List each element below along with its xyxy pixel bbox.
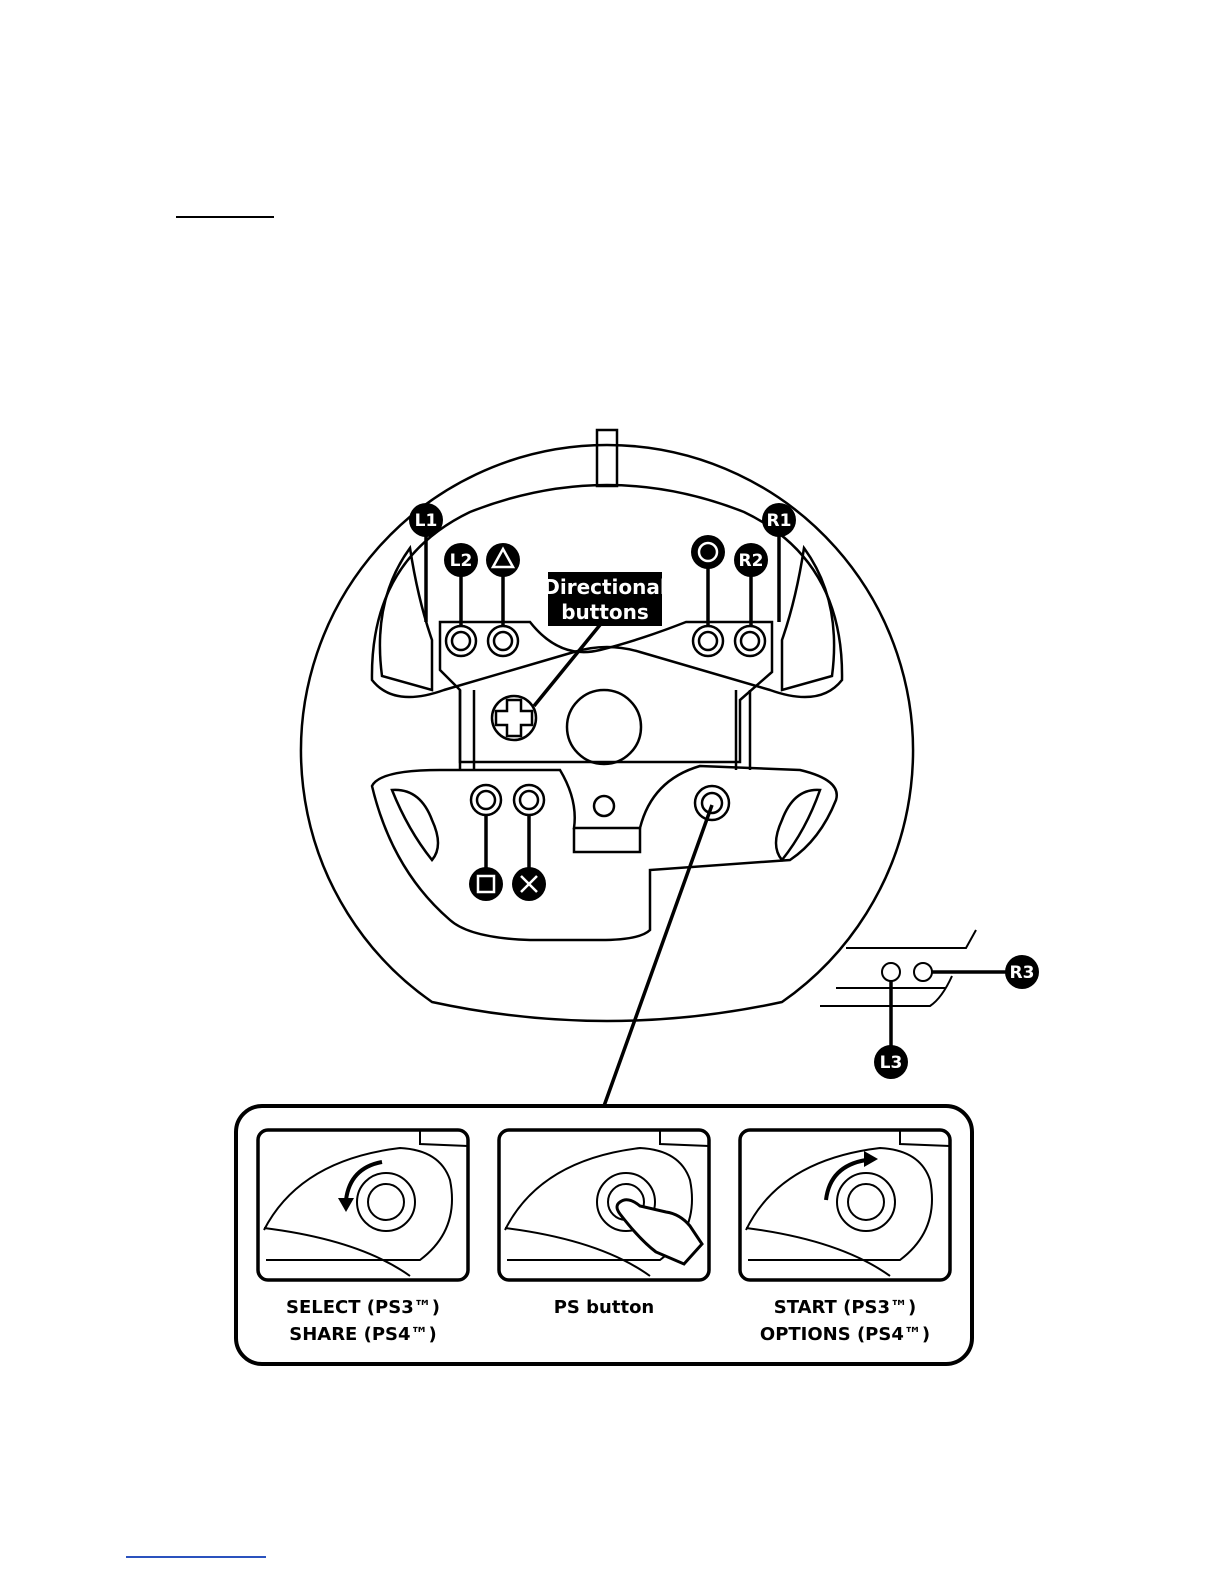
badge-r1: R1: [762, 503, 796, 537]
badge-r3-label: R3: [1010, 963, 1035, 983]
button-l3: [882, 963, 900, 981]
panel-ps-button: PS button: [499, 1130, 709, 1318]
panel-start-options: START (PS3™) OPTIONS (PS4™): [740, 1130, 950, 1345]
badge-r2-label: R2: [739, 551, 764, 571]
badge-l1-label: L1: [415, 511, 438, 531]
badge-circle: [691, 535, 725, 569]
badge-l3-label: L3: [880, 1053, 903, 1073]
panel-select-share: SELECT (PS3™) SHARE (PS4™): [258, 1130, 468, 1345]
badge-r3: R3: [1005, 955, 1039, 989]
button-circle: [693, 626, 723, 656]
button-l2: [446, 626, 476, 656]
circle-icon: [699, 543, 717, 561]
callout-line2: buttons: [561, 600, 649, 624]
panel-1-line2: SHARE (PS4™): [289, 1324, 437, 1345]
button-triangle: [488, 626, 518, 656]
arrow-counterclockwise-icon: [346, 1162, 382, 1200]
hand-press-icon: [617, 1200, 702, 1264]
callout-line1: Directional: [543, 575, 667, 599]
encoder-ps: [695, 786, 729, 820]
panel-1-line1: SELECT (PS3™): [286, 1297, 440, 1318]
badge-l2: L2: [444, 543, 478, 577]
badge-r1-label: R1: [767, 511, 792, 531]
badge-triangle: [486, 543, 520, 577]
panel-2-line1: PS button: [554, 1297, 655, 1318]
button-square: [471, 785, 501, 815]
badge-r2: R2: [734, 543, 768, 577]
button-cross: [514, 785, 544, 815]
badge-square: [469, 867, 503, 901]
badge-cross: [512, 867, 546, 901]
button-r3: [914, 963, 932, 981]
wheel-rim-outer: [301, 445, 913, 1021]
badge-l1: L1: [409, 503, 443, 537]
directional-callout: Directional buttons: [543, 572, 667, 626]
footer-link-underline: [126, 1556, 266, 1558]
panel-3-line2: OPTIONS (PS4™): [760, 1324, 930, 1345]
steering-wheel: [301, 430, 913, 1021]
button-r2: [735, 626, 765, 656]
badge-l3: L3: [874, 1045, 908, 1079]
badge-l2-label: L2: [450, 551, 473, 571]
panel-3-line1: START (PS3™): [774, 1297, 917, 1318]
